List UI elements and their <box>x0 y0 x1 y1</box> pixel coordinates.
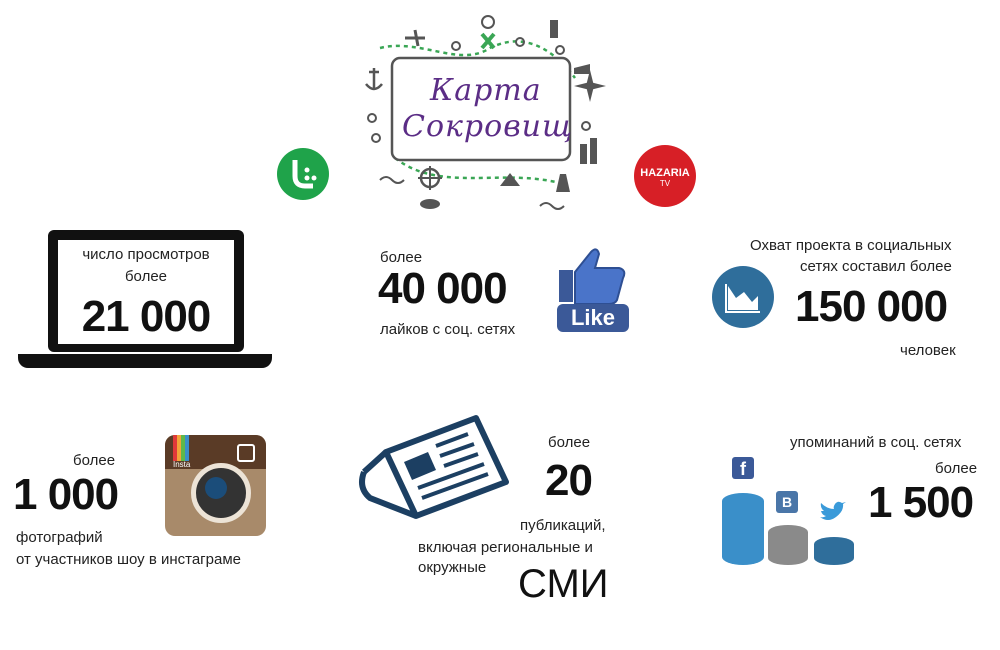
hazaria-tv-logo: HAZARIA TV <box>634 145 696 207</box>
mentions-label: упоминаний в соц. сетях <box>790 434 962 451</box>
area-chart-glyph <box>725 284 760 313</box>
publications-prefix: более <box>548 434 591 451</box>
facebook-like-icon: Like <box>553 244 631 334</box>
views-label-line2: более <box>124 268 168 285</box>
newspaper-glyph <box>359 415 509 519</box>
views-label-line1: число просмотров <box>82 246 210 263</box>
hazaria-text: HAZARIA <box>640 167 690 179</box>
mentions-prefix: более <box>935 460 978 477</box>
mentions-value: 1 500 <box>868 478 974 527</box>
chart-circle-icon <box>712 266 774 328</box>
publications-smi: СМИ <box>518 562 609 606</box>
views-value: 21 000 <box>81 292 212 341</box>
photos-prefix: более <box>73 452 116 469</box>
treasure-map-logo: Карта Сокровищ <box>360 8 610 218</box>
logo-title-line1: Карта <box>430 73 542 108</box>
thumbs-up-icon <box>559 248 626 305</box>
instagram-icon: Insta <box>165 435 266 536</box>
photos-label-line1: фотографий <box>16 529 103 546</box>
reach-value: 150 000 <box>795 282 948 331</box>
insta-label: Insta <box>173 460 191 469</box>
photos-value: 1 000 <box>13 470 119 519</box>
likes-prefix: более <box>380 249 423 266</box>
social-cylinders: f B <box>720 455 860 575</box>
likes-label: лайков с соц. сетях <box>380 321 516 338</box>
publications-label-line2: включая региональные и <box>418 539 593 556</box>
hazaria-tv-text: TV <box>659 179 671 188</box>
vk-cylinder <box>768 525 808 565</box>
megafon-glyph <box>292 160 317 189</box>
reach-suffix: человек <box>900 342 956 359</box>
twitter-icon <box>818 501 846 523</box>
twitter-bird-glyph <box>820 501 846 520</box>
megafon-logo-icon <box>277 148 329 200</box>
publications-label-line1: публикаций, <box>520 517 606 534</box>
like-badge: Like <box>557 304 629 332</box>
reach-label-line2: сетях составил более <box>800 258 952 275</box>
publications-label-line3: окружные <box>418 559 487 576</box>
facebook-cylinder <box>722 493 764 565</box>
logo-title-line2: Сокровищ <box>402 109 574 144</box>
newspaper-icon <box>356 412 516 532</box>
likes-value: 40 000 <box>378 264 508 313</box>
photos-label-line2: от участников шоу в инстаграме <box>16 551 241 568</box>
twitter-cylinder <box>814 537 854 565</box>
reach-label-line1: Охват проекта в социальных <box>750 237 952 254</box>
treasure-map-illustration <box>365 15 606 210</box>
laptop-icon <box>18 230 272 370</box>
vk-icon: B <box>776 491 798 513</box>
publications-value: 20 <box>545 456 593 505</box>
facebook-icon: f <box>732 457 754 479</box>
